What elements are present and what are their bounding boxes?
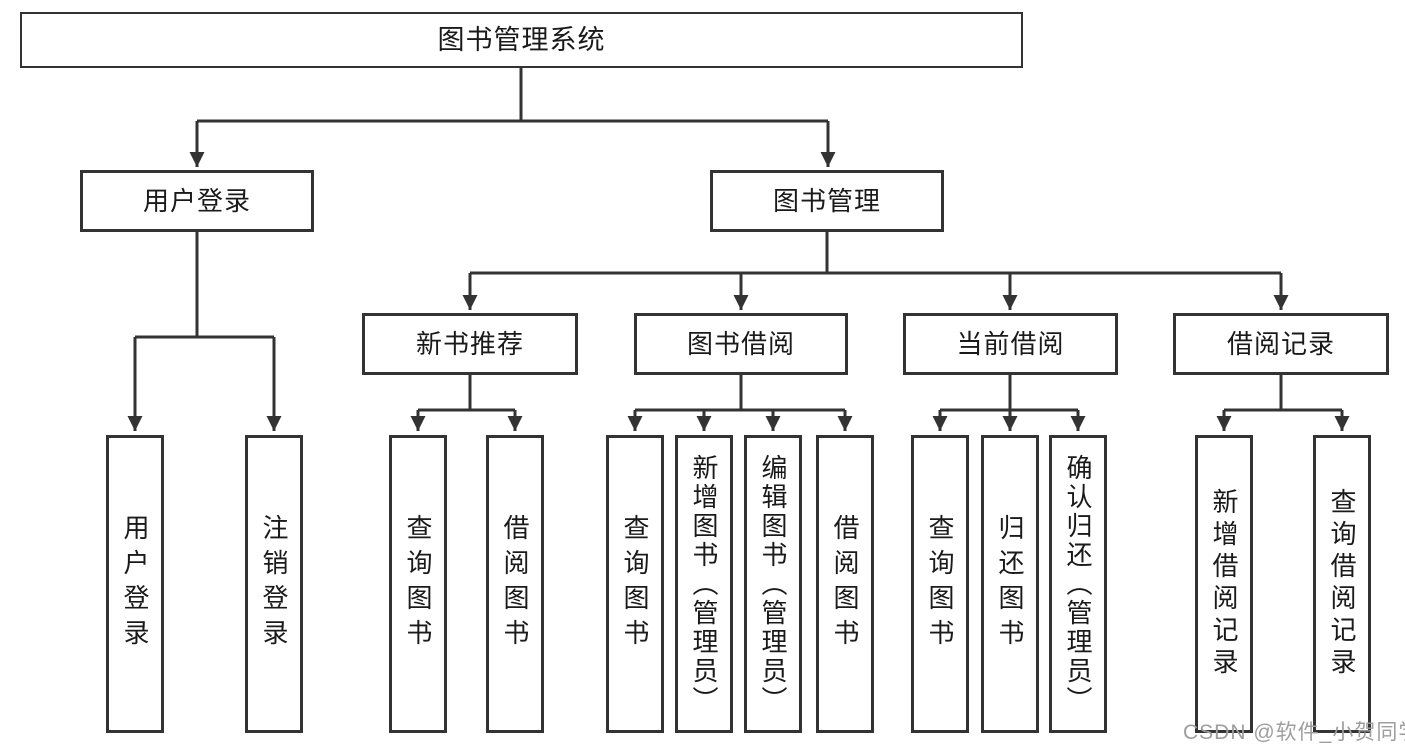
node-book-management: 图书管理 <box>710 170 944 232</box>
leaf-user-login: 用户登录 <box>106 435 164 733</box>
leaf-borrow-books-recommend-label: 借阅图书 <box>500 514 530 654</box>
node-library-management-system: 图书管理系统 <box>20 12 1023 68</box>
leaf-query-books-current-label: 查询图书 <box>925 514 955 654</box>
leaf-borrow-books-label: 借阅图书 <box>830 514 860 654</box>
leaf-add-books-admin: 新增图书（管理员） <box>675 435 733 733</box>
node-user-login-group: 用户登录 <box>80 170 314 232</box>
node-borrowing-records: 借阅记录 <box>1173 313 1389 375</box>
leaf-confirm-return-admin: 确认归还（管理员） <box>1049 435 1107 733</box>
node-book-borrowing: 图书借阅 <box>634 313 848 375</box>
csdn-watermark: CSDN @软件_小贺同学 <box>1183 721 1405 744</box>
leaf-borrow-books-recommend: 借阅图书 <box>486 435 544 733</box>
leaf-borrow-books: 借阅图书 <box>816 435 874 733</box>
leaf-query-books-recommend: 查询图书 <box>389 435 447 733</box>
leaf-add-books-admin-label: 新增图书（管理员） <box>689 453 719 715</box>
leaf-edit-books-admin-label: 编辑图书（管理员） <box>758 453 788 715</box>
leaf-query-books-borrowing: 查询图书 <box>606 435 664 733</box>
leaf-user-login-label: 用户登录 <box>120 514 150 654</box>
leaf-add-borrow-record: 新增借阅记录 <box>1195 435 1253 733</box>
leaf-query-borrow-record: 查询借阅记录 <box>1313 435 1371 733</box>
leaf-query-borrow-record-label: 查询借阅记录 <box>1327 488 1357 680</box>
leaf-query-books-current: 查询图书 <box>911 435 969 733</box>
leaf-query-books-recommend-label: 查询图书 <box>403 514 433 654</box>
leaf-return-books: 归还图书 <box>981 435 1039 733</box>
leaf-logout: 注销登录 <box>245 435 303 733</box>
leaf-logout-label: 注销登录 <box>259 514 289 654</box>
leaf-edit-books-admin: 编辑图书（管理员） <box>744 435 802 733</box>
leaf-confirm-return-admin-label: 确认归还（管理员） <box>1063 453 1093 715</box>
leaf-query-books-borrowing-label: 查询图书 <box>620 514 650 654</box>
node-new-book-recommendation: 新书推荐 <box>362 313 578 375</box>
node-current-borrowing: 当前借阅 <box>903 313 1118 375</box>
leaf-add-borrow-record-label: 新增借阅记录 <box>1209 488 1239 680</box>
leaf-return-books-label: 归还图书 <box>995 514 1025 654</box>
